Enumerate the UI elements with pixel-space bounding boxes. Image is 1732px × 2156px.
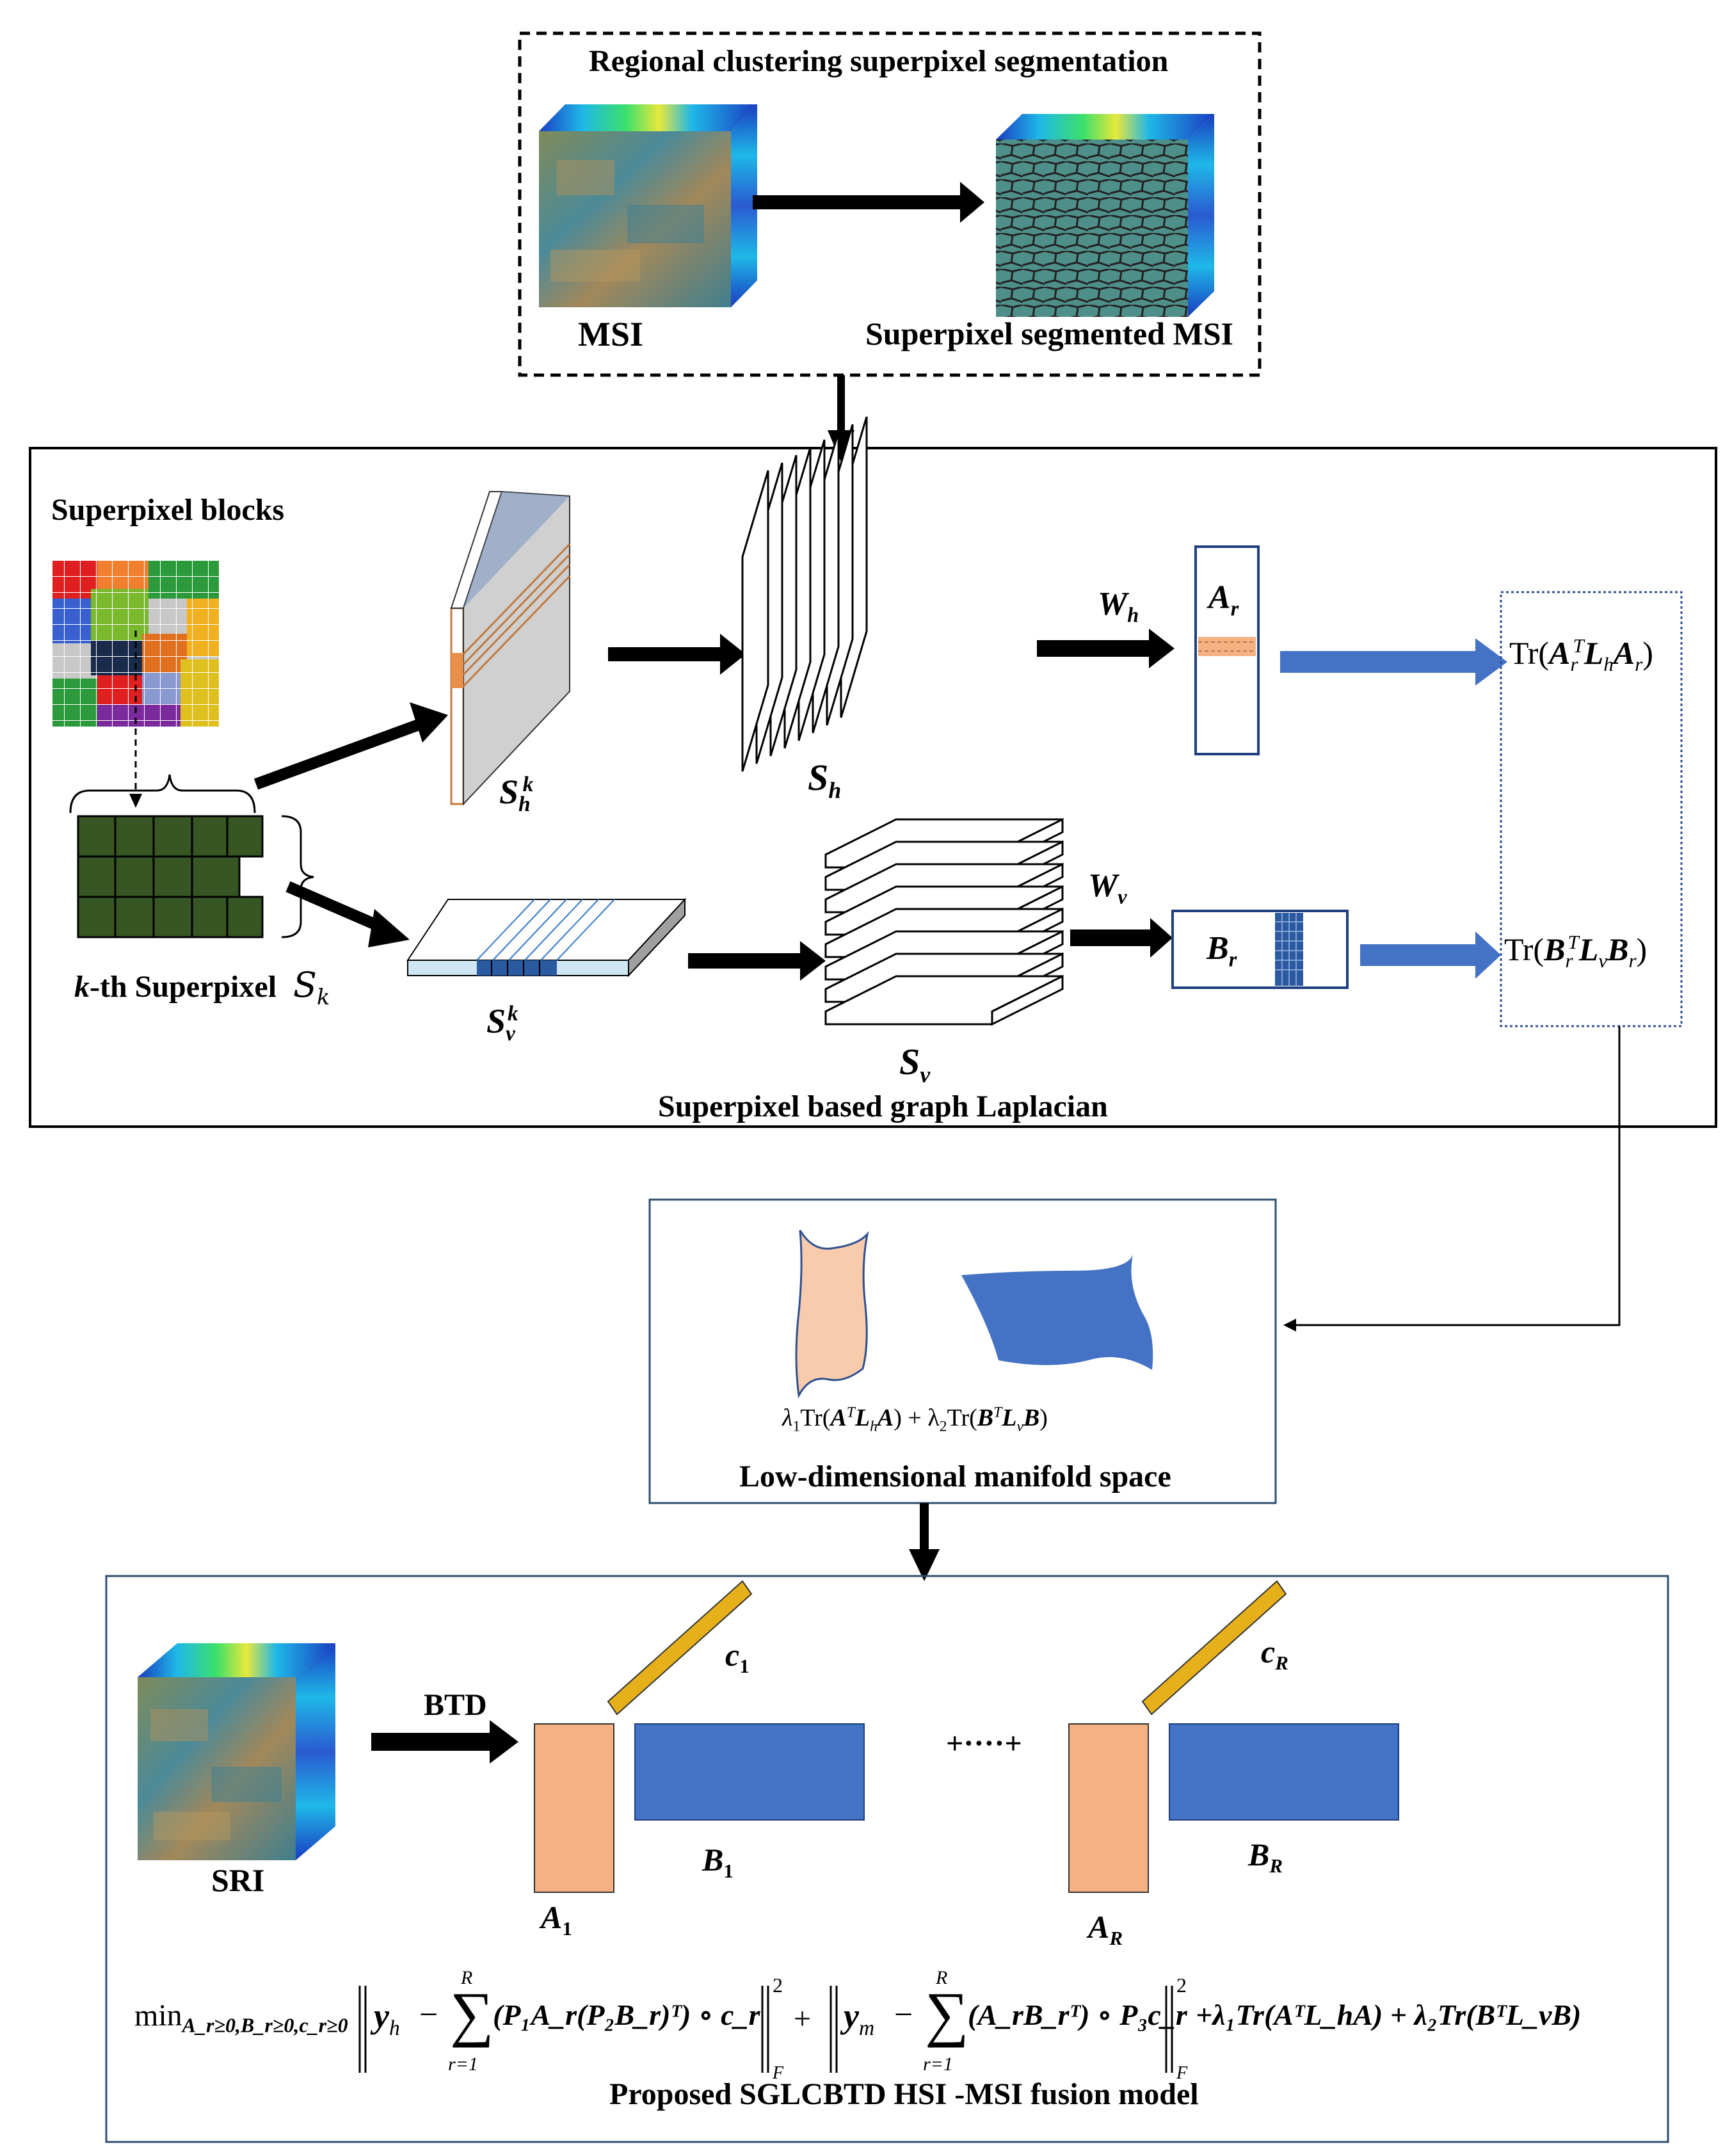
br-label: Br [1207, 930, 1237, 971]
sv-stack [824, 817, 1064, 1026]
wv-label: Wv [1088, 867, 1127, 908]
sv-label: Sv [899, 1041, 931, 1088]
vertical-brace [281, 815, 314, 938]
segmented-msi-label: Superpixel segmented MSI [865, 316, 1233, 351]
kth-superpixel-block [77, 815, 264, 938]
superpixel-blocks-label: Superpixel blocks [51, 493, 285, 527]
arrow-to-sh-k [253, 702, 448, 790]
term2: (A_rB_rᵀ) ∘ P₃c_r [968, 1999, 1187, 2031]
br-factor-box [1171, 910, 1349, 989]
sum2-top: R [936, 1967, 948, 1988]
ar-bottom-label: AR [1088, 1909, 1123, 1949]
ym-symbol: ym [844, 1997, 875, 2040]
msi-label: MSI [578, 315, 644, 353]
plus-dots: +····+ [946, 1726, 1022, 1760]
b1-label: B1 [702, 1842, 734, 1882]
sh-k-slab [450, 490, 571, 806]
norm1-f: F [773, 2063, 784, 2083]
sri-cube [138, 1643, 335, 1860]
kth-k: k [74, 970, 90, 1004]
sh-stack [741, 416, 868, 772]
laplacian-panel [29, 447, 1717, 1128]
fusion-panel [105, 1575, 1669, 2143]
sh-k-label: Shk [499, 773, 534, 816]
plus-sign: + [794, 2002, 812, 2036]
kth-text: -th Superpixel [90, 970, 277, 1004]
cr-rod [1141, 1580, 1287, 1716]
kth-superpixel-label: k-th Superpixel Sk [74, 965, 330, 1010]
connector-to-manifold [1283, 1026, 1621, 1331]
arrow-to-fusion [909, 1503, 940, 1581]
br-bottom-label: BR [1248, 1837, 1283, 1877]
orange-manifold-shape [795, 1230, 869, 1399]
norm-bars [358, 1986, 1173, 2073]
sum1-top: R [461, 1967, 473, 1988]
c1-label: c1 [725, 1637, 750, 1677]
manifold-caption: Low-dimensional manifold space [739, 1460, 1171, 1493]
dashed-arrow-head [129, 794, 142, 808]
regularization-terms: +λ₁Tr(AᵀL_hA) + λ₂Tr(BᵀL_vB) [1196, 1999, 1582, 2031]
minus-sign-1: − [419, 1997, 438, 2033]
trace-a-term: Tr(ArTLhAr) [1509, 634, 1653, 675]
a1-label: A1 [541, 1899, 572, 1940]
fusion-caption: Proposed SGLCBTD HSI -MSI fusion model [609, 2077, 1199, 2111]
c1-rod [607, 1580, 753, 1716]
laplacian-caption: Superpixel based graph Laplacian [658, 1090, 1108, 1123]
wh-arrow [1037, 629, 1175, 668]
arrow-to-sh [608, 634, 746, 675]
manifold-formula: λ1Tr(ATLhA) + λ2Tr(BTLvB) [782, 1404, 1048, 1435]
segmented-msi-cube [996, 114, 1214, 317]
sv-k-slab [406, 897, 687, 977]
ar-label: Ar [1208, 579, 1239, 620]
yh-symbol: yh [374, 1997, 400, 2040]
segmentation-title: Regional clustering superpixel segmentat… [589, 44, 1169, 78]
blue-manifold-shape [961, 1255, 1153, 1370]
wh-label: Wh [1098, 586, 1139, 627]
sum1-sigma: ∑ [450, 1979, 494, 2048]
sk-symbol: Sk [293, 965, 330, 1010]
trace-b-term: Tr(BrTLvBr) [1504, 931, 1648, 972]
sum2-sigma: ∑ [925, 1979, 969, 2048]
minus-sign-2: − [894, 1997, 913, 2033]
horizontal-brace [69, 774, 256, 814]
btd-label: BTD [424, 1688, 487, 1722]
sv-k-label: Svk [486, 1002, 518, 1045]
ar-factor-box [1194, 545, 1260, 755]
norm2-power: 2 [1176, 1974, 1187, 1997]
sh-label: Sh [808, 757, 842, 803]
term1: (P₁A_r(P₂B_r)ᵀ) ∘ c_r [493, 1999, 760, 2031]
segmentation-arrow [753, 182, 984, 223]
cr-label: cR [1261, 1634, 1288, 1674]
norm1-power: 2 [773, 1974, 783, 1997]
b1-factor [634, 1723, 865, 1821]
sv-layer-side [991, 974, 1064, 1026]
sum1-bottom: r=1 [448, 2054, 478, 2075]
segmentation-panel [518, 31, 1262, 377]
br-factor [1169, 1723, 1399, 1821]
ar-factor [1068, 1723, 1149, 1893]
wv-arrow [1070, 918, 1173, 958]
sum2-bottom: r=1 [923, 2054, 953, 2075]
arrow-to-sv [688, 941, 826, 981]
arrow-to-sv-k [285, 881, 410, 947]
manifold-panel [648, 1198, 1277, 1504]
sri-label: SRI [211, 1862, 265, 1898]
blue-arrow-bottom [1360, 931, 1501, 979]
msi-cube [539, 104, 757, 307]
norm2-f: F [1176, 2063, 1188, 2083]
btd-arrow [371, 1720, 518, 1764]
sh-layer [741, 470, 769, 772]
min-operator: minA_r≥0,B_r≥0,c_r≥0 [134, 1999, 348, 2037]
blue-arrow-top [1280, 638, 1507, 686]
a1-factor [534, 1723, 614, 1893]
